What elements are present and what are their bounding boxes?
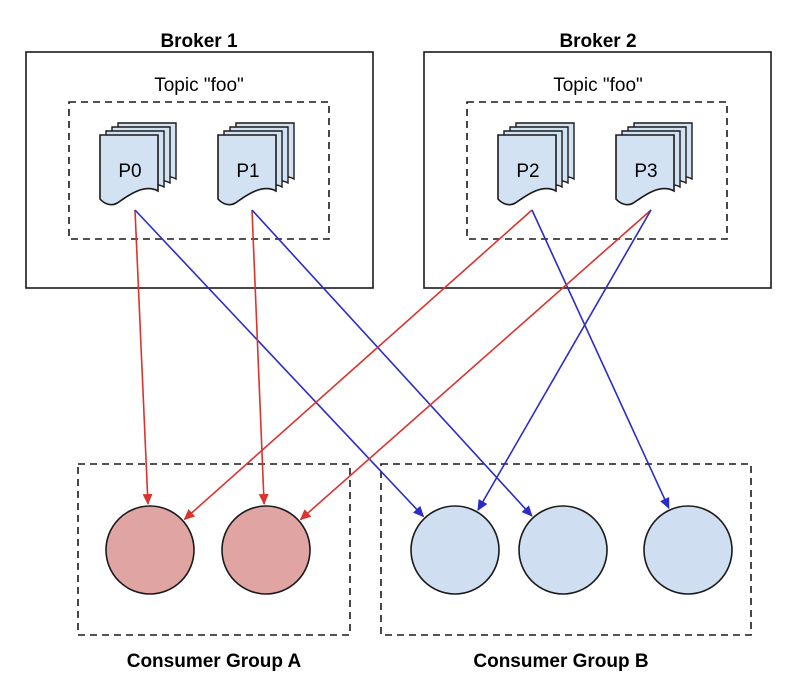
group-box <box>380 463 752 636</box>
consumers <box>105 505 733 595</box>
assignment-arrow-p1 <box>251 209 269 506</box>
broker-2: Broker 2 Topic "foo" <box>423 31 772 289</box>
consumer-group-a: Consumer Group A <box>77 463 351 672</box>
assignment-arrow-p3 <box>299 209 652 521</box>
partition-p0: P0 <box>99 122 177 206</box>
partition-label: P3 <box>634 161 657 182</box>
partition-front-page <box>615 134 675 206</box>
broker-box <box>423 51 772 289</box>
consumer-b-2 <box>518 505 608 595</box>
partition-label: P1 <box>236 161 259 182</box>
partition-front-page <box>99 134 159 206</box>
consumer-a-1 <box>105 505 195 595</box>
broker-title: Broker 2 <box>559 31 636 52</box>
assignment-arrow-p2 <box>531 209 670 510</box>
assignment-arrows <box>134 209 670 521</box>
assignment-arrow-p3 <box>477 209 652 512</box>
topic-box <box>68 101 330 240</box>
partition-label: P2 <box>516 161 539 182</box>
partition-front-page <box>497 134 557 206</box>
partition-p2: P2 <box>497 122 575 206</box>
partition-label: P0 <box>118 161 141 182</box>
topic-box <box>466 101 728 240</box>
partition-p3: P3 <box>615 122 693 206</box>
broker-title: Broker 1 <box>160 31 238 52</box>
broker-box <box>25 51 374 289</box>
assignment-arrow-p2 <box>183 209 533 521</box>
topic-label: Topic "foo" <box>154 75 244 96</box>
partition-front-page <box>217 134 277 206</box>
topic-label: Topic "foo" <box>553 75 643 96</box>
group-title: Consumer Group B <box>473 651 648 672</box>
assignment-arrow-p1 <box>251 209 533 517</box>
consumer-a-2 <box>221 505 311 595</box>
partitions: P0 P1 P2 P3 <box>99 122 693 206</box>
consumer-group-b: Consumer Group B <box>380 463 752 672</box>
broker-1: Broker 1 Topic "foo" <box>25 31 374 289</box>
partition-p1: P1 <box>217 122 295 206</box>
group-title: Consumer Group A <box>127 651 302 672</box>
consumer-b-3 <box>643 505 733 595</box>
group-box <box>77 463 351 636</box>
assignment-arrow-p0 <box>134 209 425 518</box>
assignment-arrow-p0 <box>134 209 153 506</box>
consumer-b-1 <box>410 505 500 595</box>
